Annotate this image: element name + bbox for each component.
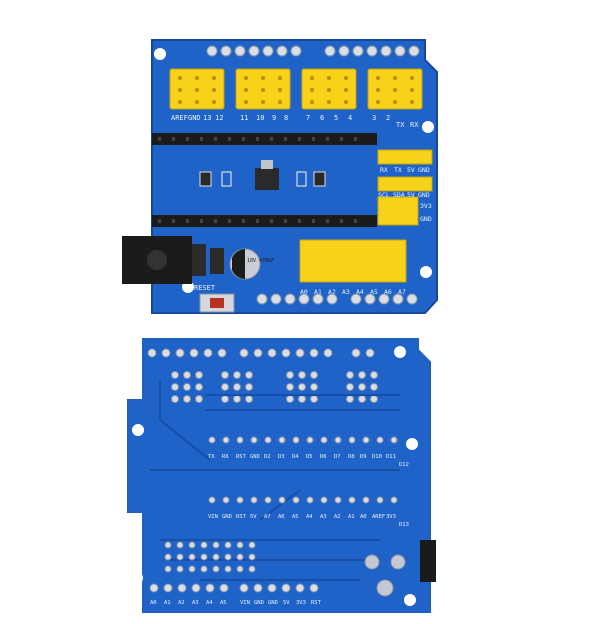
top-label-d12: 12 xyxy=(215,114,223,122)
i2c-label-5v: 5V xyxy=(407,191,415,199)
top-label-aref: AREF xyxy=(171,114,188,122)
top-label-d2: 2 xyxy=(386,114,390,122)
bottom-label-rx: RX xyxy=(222,454,229,460)
edge-label-a0: A0 xyxy=(150,600,157,606)
top-label-rx: RX xyxy=(410,121,419,129)
bottom-label-a0: A0 xyxy=(360,514,367,520)
analog-label-a3: A3 xyxy=(342,288,350,296)
power-label-3v3: 3V3 xyxy=(420,202,432,210)
uart-label-gnd: GND xyxy=(418,166,430,174)
top-label-d5: 5 xyxy=(334,114,338,122)
bottom-label-gnd: GND xyxy=(250,454,260,460)
top-pad-row xyxy=(206,45,420,57)
bottom-top-pads xyxy=(147,348,375,358)
edge-label-a1: A1 xyxy=(164,600,171,606)
bottom-label-aref: AREF xyxy=(372,514,385,520)
edge-label-gnd-2: GND xyxy=(268,600,278,606)
bottom-label-vin: VIN xyxy=(208,514,218,520)
bottom-label-a7: A7 xyxy=(264,514,271,520)
top-board: AREF GND 13 12 11 10 9 8 7 6 5 4 3 2 TX … xyxy=(122,39,438,314)
edge-label-a4: A4 xyxy=(206,600,213,606)
top-label-d10: 10 xyxy=(256,114,264,122)
bottom-label-d9: D9 xyxy=(360,454,367,460)
bottom-label-d13: D13 xyxy=(399,522,409,528)
analog-label-a5: A5 xyxy=(370,288,378,296)
i2c-label-scl: SCL xyxy=(378,191,390,199)
side-headers xyxy=(299,149,433,283)
bottom-label-d5: D5 xyxy=(306,454,313,460)
bottom-label-rst: RST xyxy=(236,454,247,460)
bottom-servo-pads xyxy=(171,371,378,403)
bottom-label-d2: D2 xyxy=(264,454,271,460)
bottom-label-d11: D11 xyxy=(386,454,396,460)
uart-label-tx: TX xyxy=(394,166,402,174)
top-label-gnd: GND xyxy=(188,114,201,122)
bottom-label-a2: A2 xyxy=(334,514,341,520)
bottom-label-tx: TX xyxy=(208,454,215,460)
edge-label-a2: A2 xyxy=(178,600,185,606)
bottom-label-a4: A4 xyxy=(306,514,313,520)
bottom-label-a3: A3 xyxy=(320,514,327,520)
bottom-pad-row xyxy=(256,293,418,305)
analog-label-a6: A6 xyxy=(384,288,392,296)
capacitor-label: 10V 470UF xyxy=(247,258,274,264)
uart-label-rx: RX xyxy=(380,166,388,174)
edge-label-5v: 5V xyxy=(283,600,290,606)
bottom-label-d4: D4 xyxy=(292,454,299,460)
top-label-d6: 6 xyxy=(320,114,324,122)
bottom-label-5v: 5V xyxy=(250,514,257,520)
nano-footprint-row-2 xyxy=(208,496,398,504)
bottom-edge-pads xyxy=(149,583,319,593)
top-label-d8: 8 xyxy=(284,114,288,122)
analog-label-a1: A1 xyxy=(314,288,322,296)
top-label-d4: 4 xyxy=(348,114,352,122)
top-label-d11: 11 xyxy=(240,114,248,122)
top-label-d9: 9 xyxy=(272,114,276,122)
edge-label-3v3: 3V3 xyxy=(296,600,306,606)
nano-footprint-row-1 xyxy=(208,436,398,444)
bottom-label-d3: D3 xyxy=(278,454,285,460)
bottom-label-gnd-2: GND xyxy=(222,514,232,520)
solder-blobs xyxy=(364,554,406,597)
capacitor: 10V 470UF xyxy=(229,248,274,280)
bottom-analog-pads xyxy=(164,541,256,573)
bottom-label-a1: A1 xyxy=(348,514,355,520)
analog-label-a7: A7 xyxy=(398,288,406,296)
top-label-d3: 3 xyxy=(372,114,376,122)
power-label-gnd: GND xyxy=(420,215,432,223)
top-label-tx: TX xyxy=(396,121,405,129)
edge-label-gnd: GND xyxy=(254,600,264,606)
diode xyxy=(210,248,224,274)
pcb-traces xyxy=(150,380,400,581)
jack-leg xyxy=(420,540,436,582)
analog-label-a0: A0 xyxy=(300,288,308,296)
analog-label-a2: A2 xyxy=(328,288,336,296)
bottom-label-d12: D12 xyxy=(399,462,409,468)
reset-label: RESET xyxy=(194,284,216,292)
bottom-label-rst-2: RST xyxy=(236,514,247,520)
analog-label-a4: A4 xyxy=(356,288,364,296)
i2c-label-gnd: GND xyxy=(418,191,430,199)
edge-label-a5: A5 xyxy=(220,600,227,606)
bottom-label-3v3: 3V3 xyxy=(386,514,396,520)
dc-barrel-jack xyxy=(122,236,206,284)
uart-label-5v: 5V xyxy=(407,166,415,174)
i2c-label-sda: SDA xyxy=(393,191,405,199)
edge-label-rst: RST xyxy=(311,600,322,606)
bottom-label-d8: D8 xyxy=(348,454,355,460)
reset-button: RESET xyxy=(194,284,235,313)
nano-socket xyxy=(152,133,377,227)
bottom-board: TX RX RST GND D2 D3 D4 D5 D6 D7 D8 D9 D1… xyxy=(127,338,436,613)
bottom-label-d10: D10 xyxy=(372,454,382,460)
edge-label-vin: VIN xyxy=(240,600,250,606)
top-label-d13: 13 xyxy=(203,114,211,122)
bottom-label-d6: D6 xyxy=(320,454,327,460)
bottom-label-a5: A5 xyxy=(292,514,299,520)
edge-label-a3: A3 xyxy=(192,600,199,606)
bottom-label-d7: D7 xyxy=(334,454,341,460)
smd-components xyxy=(199,160,326,190)
top-label-d7: 7 xyxy=(306,114,310,122)
bottom-label-a6: A6 xyxy=(278,514,285,520)
